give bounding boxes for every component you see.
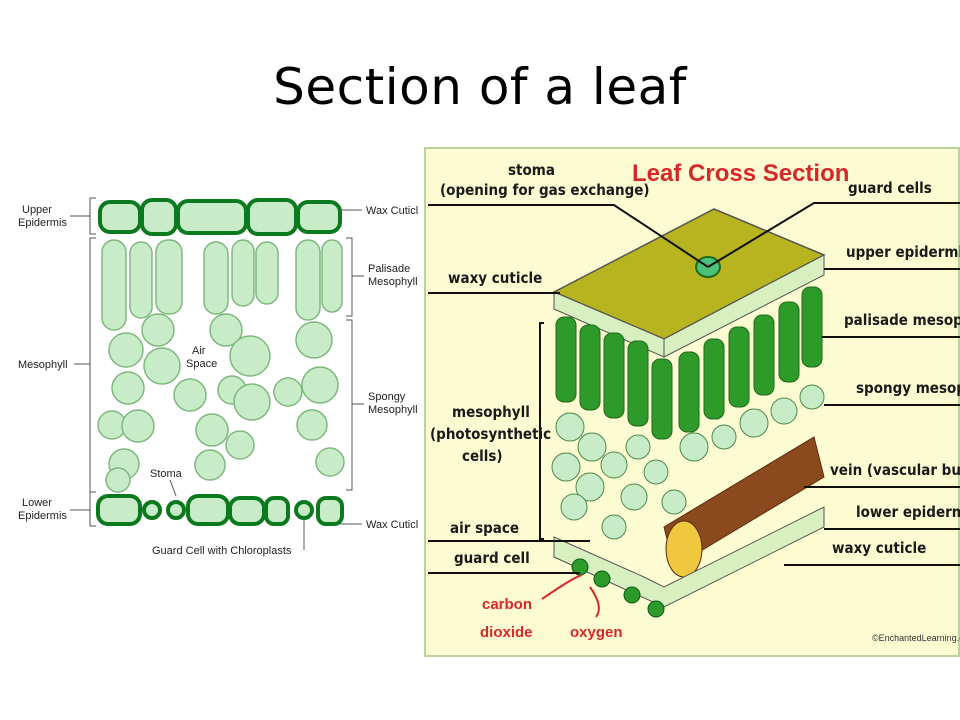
label-waxy-cuticle-top: waxy cuticle [448, 269, 542, 287]
label-lower-epidermis-2: Epidermis [18, 510, 67, 522]
label-vein: vein (vascular bund [830, 461, 960, 479]
label-guard-cell: Guard Cell with Chloroplasts [152, 545, 292, 557]
diagram-title: Leaf Cross Section [632, 160, 849, 187]
label-wax-cuticle-bottom: Wax Cuticl [366, 519, 418, 531]
slide-title: Section of a leaf [273, 58, 687, 116]
label-lower-epidermis-right: lower epidermis [856, 503, 960, 521]
leaf-block [551, 208, 826, 618]
co2-arrow [541, 574, 583, 600]
palisade-cells [101, 239, 343, 331]
label-air-space-2: Space [186, 358, 217, 370]
label-stoma-left: Stoma [150, 468, 183, 480]
label-air-space-right: air space [450, 519, 519, 537]
label-mesophyll-3: cells) [462, 447, 503, 465]
right-leader-lines [428, 202, 960, 574]
label-waxy-cuticle-bottom: waxy cuticle [832, 539, 926, 557]
label-lower-epidermis-1: Lower [22, 497, 52, 509]
label-spongy-right: spongy mesoph [856, 379, 960, 397]
label-spongy-1: Spongy [368, 391, 406, 403]
o2-arrow [589, 586, 600, 618]
label-spongy-2: Mesophyll [368, 404, 418, 416]
label-air-space-1: Air [192, 345, 206, 357]
label-stoma-right-2: (opening for gas exchange) [440, 181, 650, 199]
left-brackets [70, 197, 364, 550]
label-mesophyll: Mesophyll [18, 359, 68, 371]
label-palisade-2: Mesophyll [368, 276, 418, 288]
label-palisade-1: Palisade [368, 263, 410, 275]
spongy-cells [97, 313, 345, 493]
copyright-text: ©EnchantedLearning.c [872, 633, 960, 643]
upper-epidermis-cells [98, 198, 342, 236]
label-stoma-right-1: stoma [508, 161, 555, 179]
label-carbon-2: dioxide [480, 624, 533, 641]
label-mesophyll-1: mesophyll [452, 403, 530, 421]
label-upper-epidermis-2: Epidermis [18, 217, 67, 229]
label-palisade-right: palisade mesophy [844, 311, 960, 329]
label-carbon-1: carbon [482, 596, 532, 613]
leaf-section-diagram-left: Upper Epidermis Mesophyll Lower Epidermi… [18, 197, 418, 557]
label-mesophyll-2: (photosynthetic [430, 425, 551, 443]
label-guard-cells: guard cells [848, 179, 932, 197]
label-upper-epidermis-1: Upper [22, 204, 52, 216]
label-guard-cell-right: guard cell [454, 549, 530, 567]
lower-epidermis-cells [96, 494, 344, 526]
leaf-cross-section-diagram-right: Leaf Cross Section [424, 147, 960, 657]
label-upper-epidermis-right: upper epidermis [846, 243, 960, 261]
label-oxygen: oxygen [570, 624, 623, 641]
label-wax-cuticle-top: Wax Cuticl [366, 205, 418, 217]
